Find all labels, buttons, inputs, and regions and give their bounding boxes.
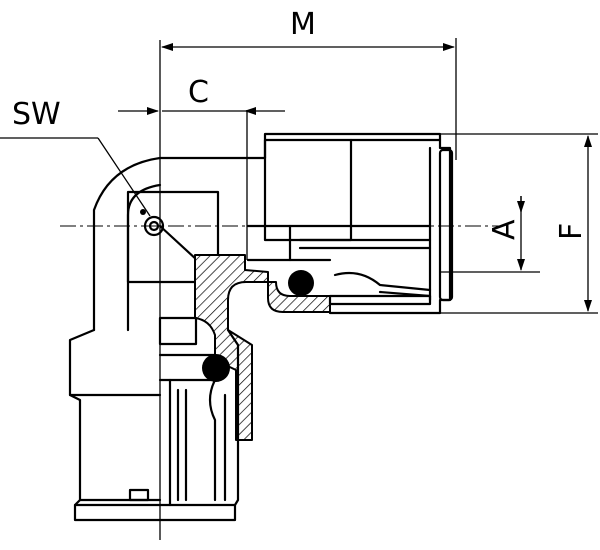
label-a: A [487,219,522,240]
vertical-outlet [68,316,240,522]
horizontal-outlet [246,132,454,315]
label-m: M [290,7,316,42]
label-f: F [554,223,589,240]
label-c: C [188,75,209,110]
dimension-c [118,107,285,260]
label-sw: SW [12,97,61,132]
elbow-body-outline [92,156,267,332]
dimension-a [440,196,540,273]
sw-leader [0,137,151,217]
body-section-hatched [194,254,331,441]
dimension-m [159,38,457,540]
dimension-f [440,133,598,314]
